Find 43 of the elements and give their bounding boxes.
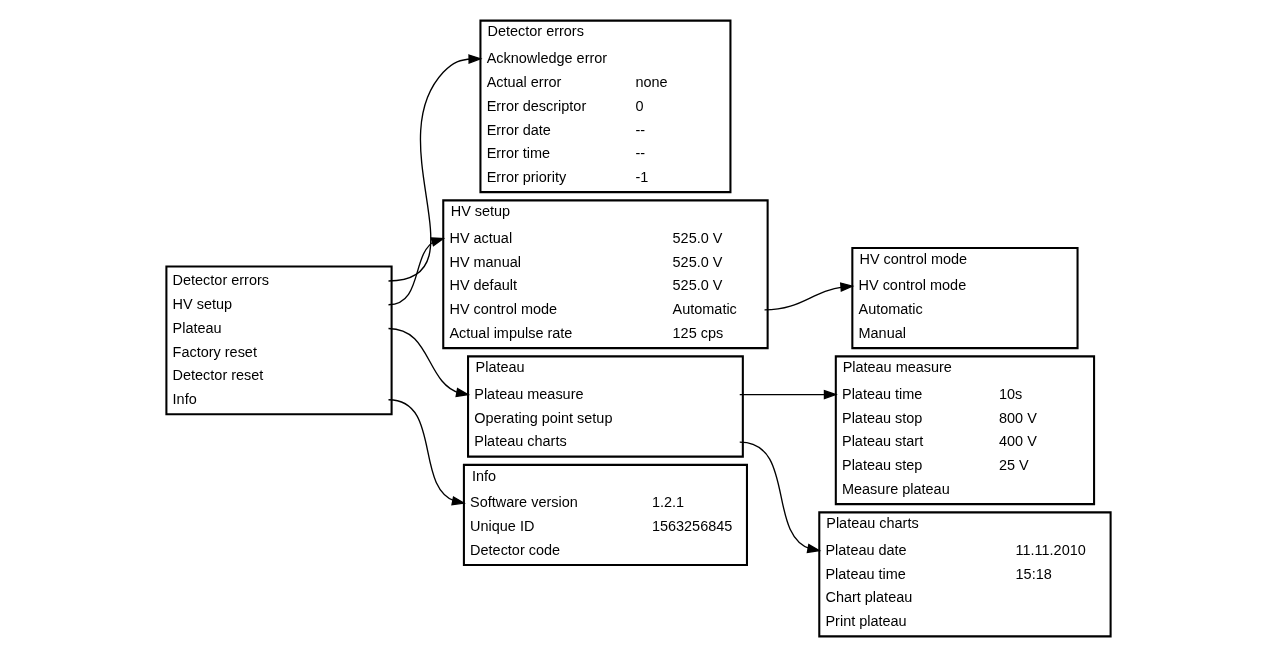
node-text: HV control mode Automatic	[448, 301, 737, 318]
cluster	[164, 265, 393, 416]
node-text: Plateau charts	[473, 433, 567, 450]
node-text: Info	[172, 391, 197, 408]
node-text: Plateau	[172, 319, 222, 336]
node-text: HV actual 525.0 V	[448, 229, 722, 246]
node-text: Error time --	[486, 145, 645, 162]
node-text: Error descriptor 0	[486, 97, 643, 114]
node-text: Error priority -1	[486, 169, 648, 186]
node-text: Plateau time 10s	[841, 385, 1022, 402]
node-text: Plateau time 15:18	[824, 565, 1052, 582]
node-text: Plateau measure	[473, 385, 584, 402]
node-text: Plateau date 11.11.2010	[824, 541, 1086, 558]
arrow	[738, 389, 838, 400]
arrow	[387, 399, 466, 506]
node-text: Automatic	[858, 301, 923, 318]
arrow	[387, 327, 470, 398]
node-text: Operating point setup	[473, 409, 612, 426]
arrow	[387, 54, 482, 282]
arrow	[763, 282, 854, 311]
node-text: Detector code	[469, 541, 560, 558]
node-text: HV manual 525.0 V	[448, 253, 722, 270]
node-text: Plateau stop 800 V	[841, 409, 1037, 426]
node-text: Chart plateau	[824, 589, 912, 606]
node-text: Software version 1.2.1	[469, 494, 684, 511]
node-text: Unique ID 1563256845	[469, 518, 732, 535]
node-text: Print plateau	[824, 613, 907, 630]
node-text: HV setup	[172, 296, 232, 313]
node-text: Actual error none	[486, 73, 668, 90]
node-text: Factory reset	[172, 343, 257, 360]
node-text: Manual	[858, 325, 906, 341]
node-text: HV default 525.0 V	[448, 277, 722, 294]
node-text: Error date --	[486, 121, 645, 138]
node-text: HV control mode	[858, 277, 966, 294]
node-text: Plateau start 400 V	[841, 433, 1037, 450]
node-text: Measure plateau	[841, 480, 950, 497]
node-text: Actual impulse rate 125 cps	[448, 325, 723, 341]
node-text: Detector errors	[172, 272, 269, 289]
arrow	[738, 441, 821, 554]
arrow	[387, 237, 445, 306]
node-text: Plateau step 25 V	[841, 457, 1029, 474]
node-text: Detector reset	[172, 367, 263, 384]
node-text: Acknowledge error	[486, 50, 607, 67]
